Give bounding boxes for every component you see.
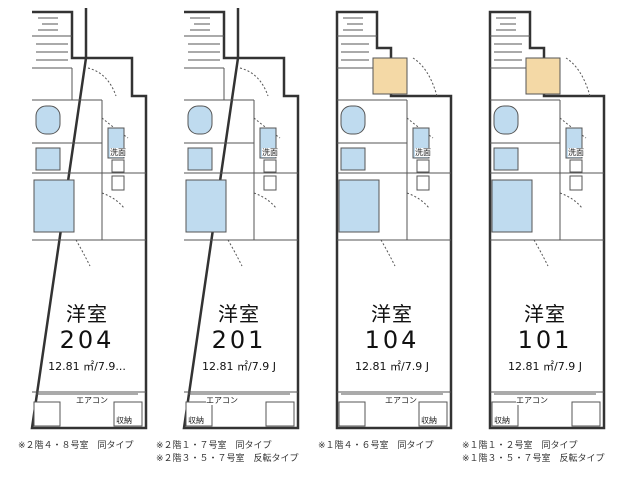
notes-201: ※２階１・７号室 同タイプ ※２階３・５・７号室 反転タイプ [156,440,299,466]
washroom-label: 洗面 [415,148,431,157]
aircon-label: エアコン [206,396,238,405]
floor-plan-204[interactable]: 洗面 エアコン 収納 洋室 204 12.81 ㎡/7.9... [28,8,153,434]
aircon-label: エアコン [516,396,548,405]
room-type-label: 洋室 [66,302,108,326]
note-line: ※１階４・６号室 同タイプ [318,441,434,451]
note-line: ※１階３・５・７号室 反転タイプ [462,454,605,464]
floor-plan-101[interactable]: 洗面 エアコン 収納 洋室 101 12.81 ㎡/7.9 J [486,8,611,434]
notes-104: ※１階４・６号室 同タイプ [318,440,434,453]
note-line: ※２階４・８号室 同タイプ [18,441,134,451]
notes-101: ※１階１・２号室 同タイプ ※１階３・５・７号室 反転タイプ [462,440,605,466]
aircon-label: エアコン [385,396,417,405]
floor-plan-drawing [488,10,606,430]
room-area: 12.81 ㎡/7.9 J [508,360,582,373]
room-area: 12.81 ㎡/7.9 J [355,360,429,373]
storage-label: 収納 [421,416,437,425]
storage-label: 収納 [494,416,510,425]
washroom-label: 洗面 [110,148,126,157]
floor-plan-104[interactable]: 洗面 エアコン 収納 洋室 104 12.81 ㎡/7.9 J [333,8,458,434]
room-type-label: 洋室 [218,302,260,326]
floor-plan-drawing [182,8,300,430]
washroom-label: 洗面 [262,148,278,157]
note-line: ※２階１・７号室 同タイプ [156,441,272,451]
floor-plan-201[interactable]: 洗面 エアコン 収納 洋室 201 12.81 ㎡/7.9 J [180,8,305,434]
aircon-label: エアコン [76,396,108,405]
room-number: 104 [364,326,420,354]
room-type-label: 洋室 [371,302,413,326]
room-type-label: 洋室 [524,302,566,326]
room-area: 12.81 ㎡/7.9 J [202,360,276,373]
room-number: 201 [211,326,267,354]
room-area: 12.81 ㎡/7.9... [48,360,126,373]
washroom-label: 洗面 [568,148,584,157]
room-number: 204 [59,326,115,354]
note-line: ※１階１・２号室 同タイプ [462,441,578,451]
storage-label: 収納 [188,416,204,425]
room-number: 101 [517,326,573,354]
notes-204: ※２階４・８号室 同タイプ [18,440,134,453]
storage-label: 収納 [116,416,132,425]
note-line: ※２階３・５・７号室 反転タイプ [156,454,299,464]
